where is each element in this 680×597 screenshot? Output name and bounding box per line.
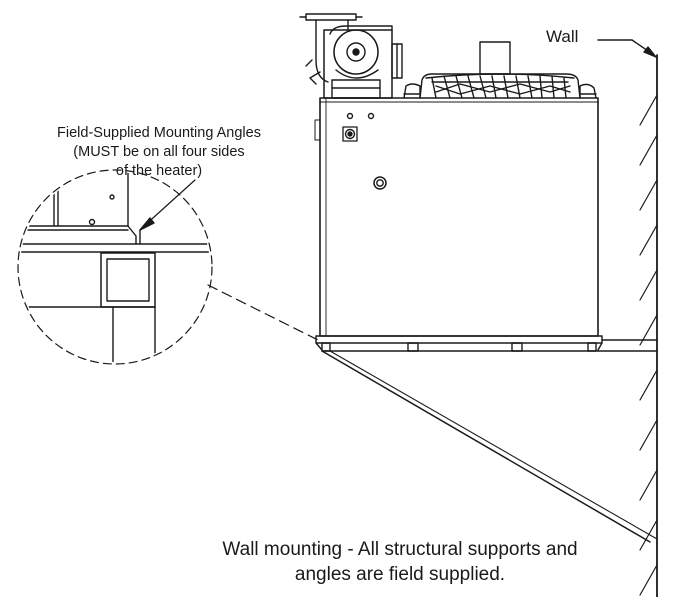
wall-shelf [321,339,658,352]
caption-line: Wall mounting - All structural supports … [222,539,578,560]
detail-callout-circle [17,169,319,365]
heater [314,97,603,352]
indicator-light-icon [367,112,375,120]
wall-hatching [639,94,658,596]
caption-line: angles are field supplied. [294,564,506,585]
control-knob-icon [373,176,387,190]
fan-guard [403,41,597,99]
wall-leader [597,39,657,58]
diagonal-brace [321,350,658,543]
wall-label: Wall [546,27,579,46]
callout-leader [139,179,196,231]
indicator-light-icon [346,112,354,120]
callout-line: Field-Supplied Mounting Angles [57,125,261,141]
callout-line: of the heater) [115,163,203,179]
mounting-angle-callout-label: Field-Supplied Mounting Angles (MUST be … [20,124,298,181]
figure-caption: Wall mounting - All structural supports … [190,537,610,587]
blower-motor [299,13,403,99]
switch-icon [342,126,358,142]
detail-mounting-angle-view [20,172,210,362]
wall [639,54,658,597]
callout-line: (MUST be on all four sides [73,144,245,160]
